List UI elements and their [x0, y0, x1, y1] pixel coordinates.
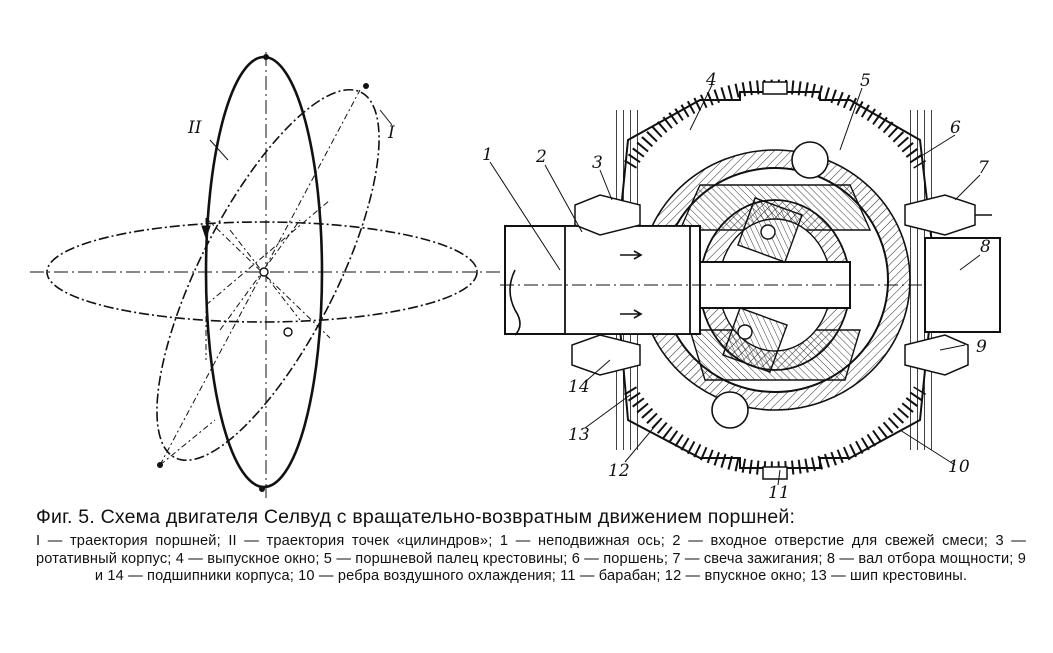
trajectory-points: [157, 54, 369, 492]
top-boss: [762, 81, 788, 95]
caption-legend: I — траектория поршней; II — траектория …: [36, 533, 1026, 585]
figure-caption: Фиг. 5. Схема двигателя Селвуд с вращате…: [36, 506, 1026, 586]
spark-plug-9: [904, 334, 969, 376]
engine-labels: 1 2 3 4 5 6 7 8 9 10 11 12 13 14: [482, 70, 991, 500]
label-14: 14: [568, 377, 590, 397]
label-13: 13: [568, 425, 590, 445]
label-12: 12: [608, 461, 630, 481]
label-7: 7: [978, 158, 989, 178]
leader-I: [379, 109, 393, 126]
label-I: I: [387, 123, 395, 143]
port-lower: [711, 391, 749, 429]
leader-II: [209, 139, 229, 161]
roller: [737, 324, 753, 340]
bearing-lower: [722, 307, 788, 373]
flow-arrow: [620, 250, 643, 260]
label-9: 9: [976, 337, 987, 357]
spark-plug-14: [571, 334, 641, 376]
construction-line: [159, 89, 361, 466]
trajectory-diagram: [30, 52, 505, 500]
bottom-boss: [762, 466, 788, 480]
label-1: 1: [482, 145, 493, 165]
inlet-tube: [564, 225, 691, 335]
port-upper: [791, 141, 829, 179]
label-3: 3: [592, 153, 603, 173]
spark-plug-7: [904, 194, 992, 236]
label-2: 2: [535, 147, 547, 167]
lower-left-point: [157, 462, 163, 468]
label-10: 10: [948, 457, 970, 477]
top-point: [263, 54, 269, 60]
label-8: 8: [980, 237, 991, 257]
fins-bottom-arc: [623, 386, 927, 476]
label-11: 11: [768, 483, 790, 500]
spark-plug-3: [574, 194, 641, 236]
roller: [760, 224, 776, 240]
direction-arrow: [201, 225, 211, 240]
outer-casing: [613, 91, 937, 469]
label-6: 6: [950, 118, 961, 138]
engine-diagram: II I: [30, 52, 1001, 500]
label-II: II: [187, 118, 202, 138]
trajectory-I-ellipse: [156, 88, 380, 462]
power-shaft: [924, 237, 1001, 333]
engine-section: [489, 79, 1001, 486]
fins-top-arc: [623, 79, 927, 169]
point: [283, 327, 293, 337]
bottom-point: [259, 486, 265, 492]
upper-right-point: [363, 83, 369, 89]
label-5: 5: [860, 71, 871, 91]
construction-line: [205, 217, 331, 339]
label-4: 4: [705, 70, 717, 90]
shaft-break: [509, 269, 521, 336]
flow-arrow: [620, 309, 643, 319]
construction-line: [205, 199, 331, 306]
construction-line: [219, 219, 301, 331]
leader-lines: [489, 84, 981, 486]
center-point: [259, 267, 269, 277]
horizontal-ellipse: [46, 221, 478, 323]
caption-title: Фиг. 5. Схема двигателя Селвуд с вращате…: [36, 506, 796, 528]
construction-line: [159, 419, 216, 466]
